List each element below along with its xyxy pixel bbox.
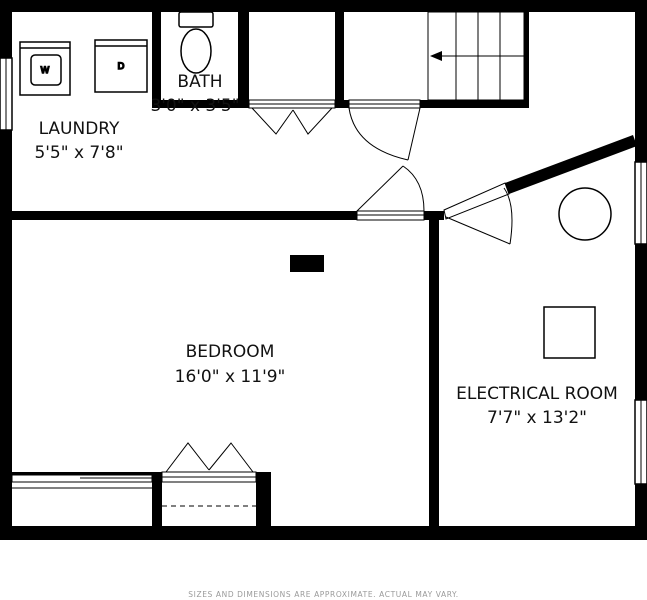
bedroom-dimensions: 16'0" x 11'9" [175,367,286,387]
interior-walls [12,12,637,526]
toilet-icon [178,11,214,74]
dryer-label: D [118,62,125,72]
washer-label: W [41,66,50,76]
disclaimer: SIZES AND DIMENSIONS ARE APPROXIMATE. AC… [188,590,459,599]
furnace-icon [543,306,596,359]
window-electrical-upper [634,161,647,245]
closet-swing-door[interactable] [348,99,421,161]
electrical-room-name: ELECTRICAL ROOM [456,384,618,404]
window-electrical-lower [634,399,647,485]
heating-vent-icon [290,255,324,272]
bedroom-name: BEDROOM [186,342,275,362]
bedroom-door[interactable] [356,165,425,221]
bath-bifold-door[interactable] [248,99,336,135]
water-heater-icon [558,187,612,241]
laundry-name: LAUNDRY [39,119,120,139]
stairs-arrow-icon [430,51,524,61]
closet-shelf [11,474,153,489]
window-laundry-left [0,57,13,131]
washer-icon: W [19,41,71,96]
dryer-icon: D [94,39,148,93]
bath-dimensions: 3'0" x 3'5" [150,96,239,116]
electrical-room-dimensions: 7'7" x 13'2" [487,408,587,428]
laundry-dimensions: 5'5" x 7'8" [34,143,123,163]
bath-name: BATH [177,72,222,92]
closet-bifold-door[interactable] [161,442,257,507]
electrical-room-door[interactable] [443,182,513,245]
